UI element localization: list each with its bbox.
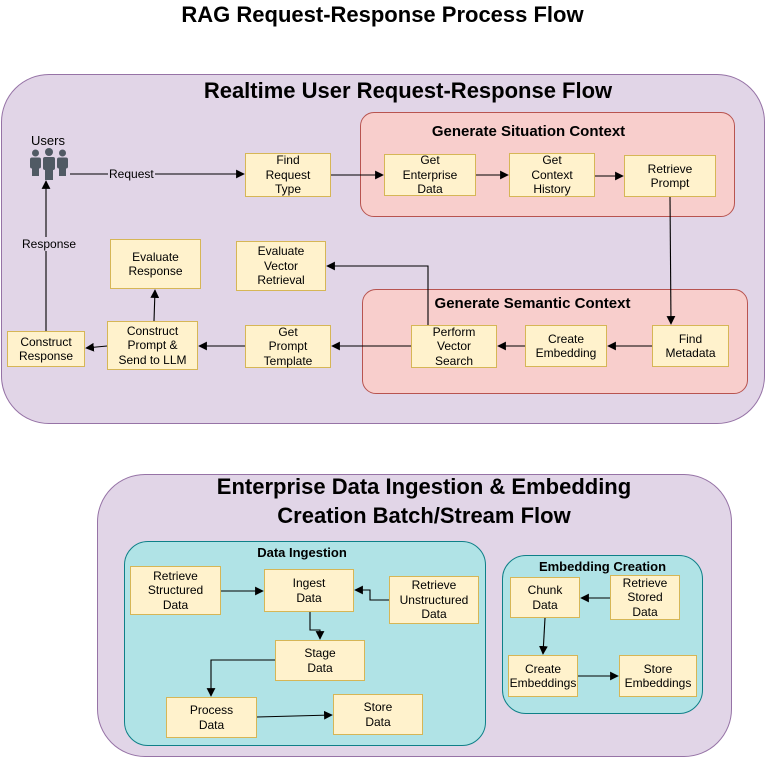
edge-retrieve-unstructured-to-ingest [354, 585, 389, 601]
ingest-data-node[interactable]: Ingest Data [264, 569, 354, 612]
edge-ingest-to-stage [309, 612, 325, 640]
stage-data-node[interactable]: Stage Data [275, 640, 365, 681]
data-ingestion-title: Data Ingestion [257, 545, 347, 560]
embedding-creation-title: Embedding Creation [538, 559, 667, 574]
perform-vector-search-node[interactable]: Perform Vector Search [411, 325, 497, 368]
retrieve-prompt-node[interactable]: Retrieve Prompt [624, 155, 716, 197]
store-data-node[interactable]: Store Data [333, 694, 423, 735]
retrieve-unstructured-data-node[interactable]: Retrieve Unstructured Data [389, 576, 479, 624]
edge-process-to-store [256, 710, 333, 720]
ingestion-flow-title-line1: Enterprise Data Ingestion & Embedding [216, 474, 632, 499]
edge-construct-prompt-to-evaluate-response [150, 289, 160, 322]
edge-stage-to-process [206, 659, 275, 697]
find-request-type-node[interactable]: Find Request Type [245, 153, 331, 197]
get-context-history-node[interactable]: Get Context History [509, 153, 595, 197]
edge-chunk-to-create-embeddings [539, 617, 548, 655]
users-icon [30, 148, 68, 180]
chunk-data-node[interactable]: Chunk Data [510, 577, 580, 618]
edge-retrieve-prompt-to-find-metadata [666, 196, 676, 325]
find-metadata-node[interactable]: Find Metadata [652, 325, 729, 367]
edge-construct-prompt-to-construct-response [85, 342, 108, 352]
get-prompt-template-node[interactable]: Get Prompt Template [245, 325, 331, 368]
response-edge-label: Response [21, 237, 78, 251]
evaluate-response-node[interactable]: Evaluate Response [110, 239, 201, 289]
process-data-node[interactable]: Process Data [166, 697, 257, 738]
construct-response-node[interactable]: Construct Response [7, 331, 85, 367]
ingestion-flow-title-line2: Creation Batch/Stream Flow [277, 503, 571, 528]
realtime-flow-title: Realtime User Request-Response Flow [203, 78, 613, 103]
edge-perform-vector-search-to-evaluate-vector-retrieval [326, 261, 429, 325]
retrieve-structured-data-node[interactable]: Retrieve Structured Data [130, 566, 221, 615]
diagram-title: RAG Request-Response Process Flow [181, 2, 584, 27]
situation-context-title: Generate Situation Context [431, 123, 626, 140]
request-edge-label: Request [108, 167, 155, 181]
construct-prompt-node[interactable]: Construct Prompt & Send to LLM [107, 321, 198, 370]
evaluate-vector-retrieval-node[interactable]: Evaluate Vector Retrieval [236, 241, 326, 291]
create-embeddings-node[interactable]: Create Embeddings [508, 655, 578, 697]
get-enterprise-data-node[interactable]: Get Enterprise Data [384, 153, 476, 196]
retrieve-stored-data-node[interactable]: Retrieve Stored Data [610, 575, 680, 620]
store-embeddings-node[interactable]: Store Embeddings [619, 655, 697, 697]
users-label: Users [31, 133, 65, 148]
create-embedding-node[interactable]: Create Embedding [525, 325, 607, 367]
semantic-context-title: Generate Semantic Context [434, 295, 631, 312]
